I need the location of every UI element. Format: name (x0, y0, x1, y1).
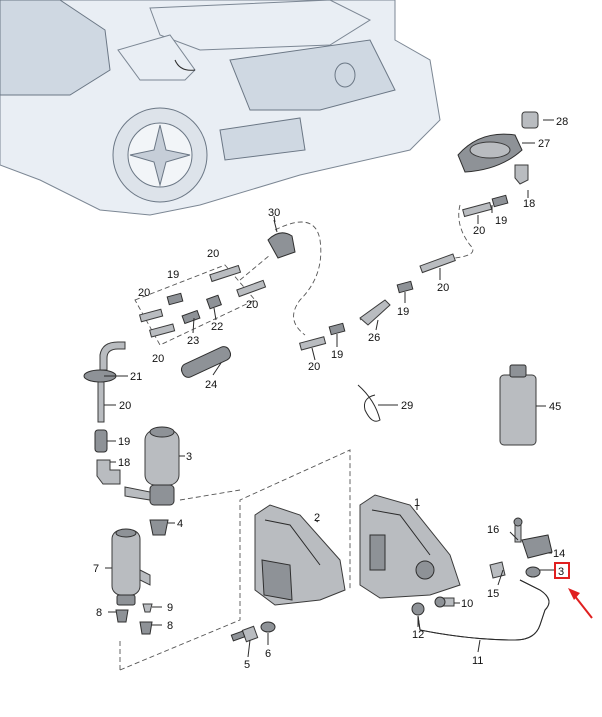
label-11: 11 (472, 655, 483, 667)
label-24: 24 (205, 379, 217, 391)
part-24-sleeve (180, 346, 232, 378)
part-16-screw (513, 517, 523, 543)
part-12-grommet (411, 602, 425, 616)
part-8b-grommet (139, 621, 153, 635)
hose-network (134, 204, 474, 346)
label-4: 4 (177, 518, 183, 530)
label-18b: 18 (523, 198, 535, 210)
label-15: 15 (487, 588, 499, 600)
label-1: 1 (414, 497, 420, 509)
label-2: 2 (314, 512, 320, 524)
part-19-sleeve (94, 429, 108, 453)
part-30-grommet (267, 219, 296, 259)
label-29: 29 (401, 400, 413, 412)
label-21: 21 (130, 371, 142, 383)
red-arrow (568, 588, 593, 619)
label-27: 27 (538, 138, 550, 150)
part-6-seal (260, 621, 276, 633)
label-20d: 20 (152, 353, 164, 365)
label-14: 14 (553, 548, 565, 560)
part-1-reservoir (359, 494, 461, 599)
part-9-plug (142, 603, 153, 613)
part-14-bracket (521, 534, 553, 559)
leader-lines (104, 119, 554, 658)
part-45-bottle (499, 364, 537, 446)
part-28-cap (521, 111, 539, 129)
label-20g: 20 (473, 225, 485, 237)
label-19d: 19 (397, 306, 409, 318)
label-5: 5 (244, 659, 250, 671)
label-23: 23 (187, 335, 199, 347)
label-30: 30 (268, 207, 280, 219)
part-18-connector (96, 459, 121, 485)
label-20c: 20 (246, 299, 258, 311)
part-27-nozzle (457, 133, 523, 173)
reservoir-frame (119, 449, 351, 671)
part-labels: 1 2 3 3 4 5 6 7 8 8 9 10 11 12 14 15 16 … (93, 116, 568, 671)
label-20a: 20 (207, 248, 219, 260)
highlight-box (554, 562, 570, 579)
hose-pieces (138, 194, 509, 351)
part-29-cable-tie (357, 384, 381, 422)
label-19c: 19 (331, 349, 343, 361)
label-19a: 19 (167, 269, 179, 281)
label-10: 10 (461, 598, 473, 610)
label-16: 16 (487, 524, 499, 536)
label-8b: 8 (167, 620, 173, 632)
label-28: 28 (556, 116, 568, 128)
part-8-grommet (115, 609, 129, 623)
part-3b-seal (525, 566, 541, 578)
label-18a: 18 (118, 457, 130, 469)
label-6: 6 (265, 648, 271, 660)
label-45: 45 (549, 401, 561, 413)
label-8a: 8 (96, 607, 102, 619)
part-5-sensor (230, 625, 259, 643)
label-3: 3 (186, 451, 192, 463)
label-20h: 20 (119, 400, 131, 412)
label-20b: 20 (138, 287, 150, 299)
part-10-bolt (434, 596, 455, 608)
label-26: 26 (368, 332, 380, 344)
label-9: 9 (167, 602, 173, 614)
label-19b: 19 (118, 436, 130, 448)
label-20f: 20 (437, 282, 449, 294)
label-7: 7 (93, 563, 99, 575)
label-12: 12 (412, 629, 424, 641)
label-22: 22 (211, 321, 223, 333)
part-3-pump (124, 426, 180, 506)
car-illustration (0, 0, 441, 216)
label-3b: 3 (558, 566, 564, 578)
part-2-reservoir (254, 504, 346, 606)
label-20e: 20 (308, 361, 320, 373)
label-19e: 19 (495, 215, 507, 227)
part-4-grommet (149, 519, 169, 536)
part-18b-connector (514, 164, 529, 185)
part-7-pump (111, 528, 151, 606)
